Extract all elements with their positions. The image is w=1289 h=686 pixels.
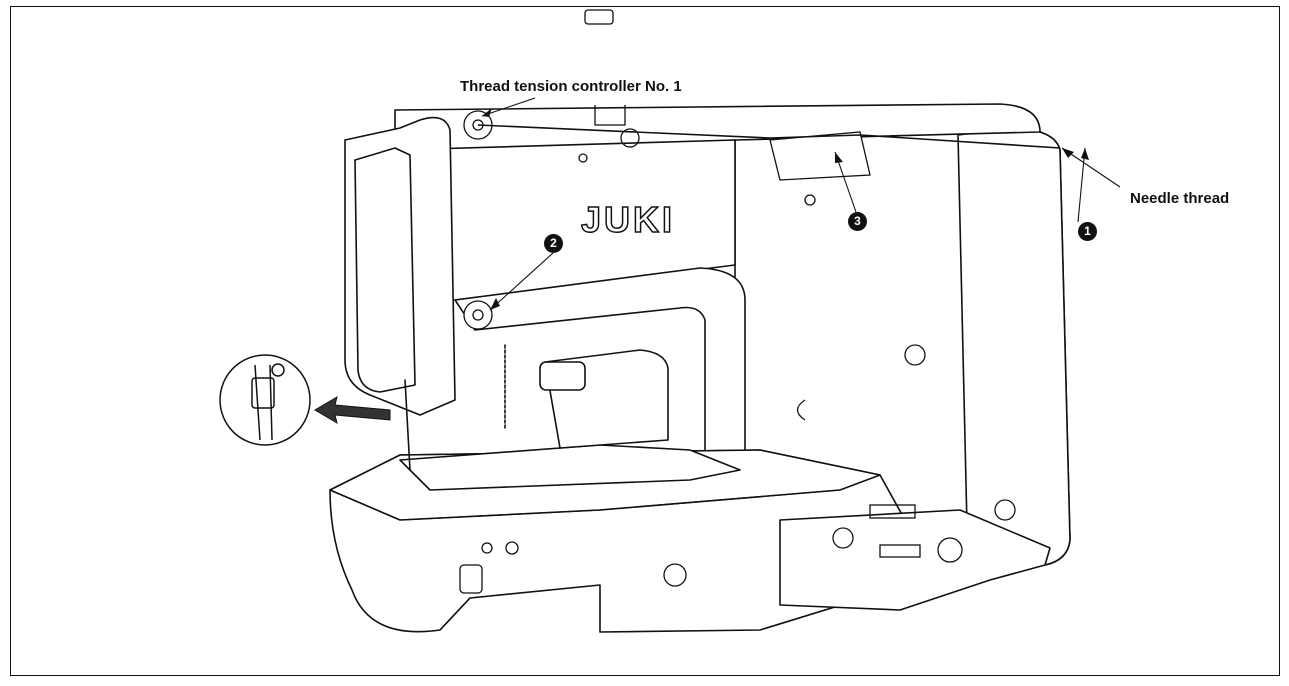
leader-tension-controller <box>481 97 536 117</box>
callout-2: 2 <box>544 234 563 253</box>
diagram-frame <box>10 6 1280 676</box>
leader-callout-2 <box>489 252 554 311</box>
callout-3: 3 <box>848 212 867 231</box>
brand-logo: JUKI <box>581 199 675 240</box>
face-plate <box>354 147 416 393</box>
needle-thread-label: Needle thread <box>1130 190 1230 207</box>
presser-block <box>539 361 586 391</box>
side-panel <box>957 127 1071 571</box>
needle-thread-line <box>477 124 1061 149</box>
thread-take-up-knob <box>463 300 493 330</box>
leader-needle-thread <box>1061 147 1121 188</box>
tension-controller-label: Thread tension controller No. 1 <box>460 78 682 95</box>
detail-inset <box>219 354 311 446</box>
leader-callout-1 <box>1077 147 1086 223</box>
callout-1: 1 <box>1078 222 1097 241</box>
tension-controller-3 <box>769 131 871 181</box>
needle-bar <box>404 379 411 471</box>
detail-arrow <box>314 395 391 425</box>
base-housing <box>779 509 1051 611</box>
